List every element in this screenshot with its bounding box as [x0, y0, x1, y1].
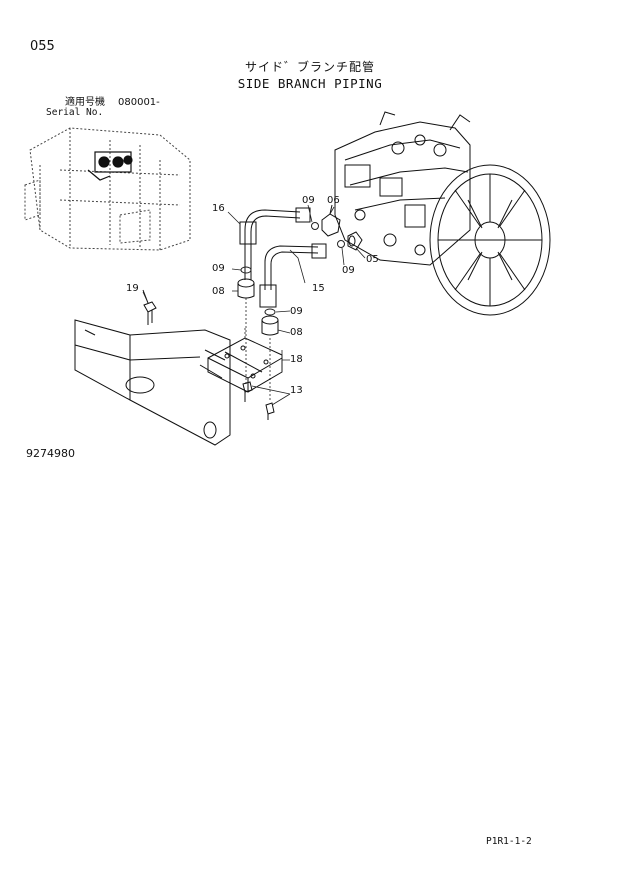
- page-number: 055: [30, 39, 55, 54]
- bolt-19: [142, 289, 157, 325]
- hose-15: [259, 243, 327, 308]
- o-ring-09: [311, 222, 319, 230]
- title-english: SIDE BRANCH PIPING: [237, 76, 383, 91]
- frame-illustration: [74, 319, 231, 446]
- connector-05: [347, 231, 363, 251]
- o-ring-09: [264, 308, 276, 316]
- callout-05: 05: [366, 254, 379, 265]
- footer-code: P1R1-1-2: [486, 836, 532, 847]
- adapter-08: [261, 315, 279, 336]
- callout-09: 09: [302, 195, 315, 206]
- callout-19: 19: [126, 283, 139, 294]
- title-japanese: サイド゛ブランチ配管: [244, 60, 375, 74]
- callout-09: 09: [290, 306, 303, 317]
- adapter-08: [237, 278, 255, 299]
- callout-13: 13: [290, 385, 303, 396]
- serial-label-japanese: 適用号機: [65, 97, 105, 108]
- callout-09: 09: [342, 265, 355, 276]
- pump-assembly: [334, 111, 551, 316]
- machine-overview-illustration: [24, 127, 191, 251]
- serial-value: 080001-: [118, 97, 160, 108]
- callout-15: 15: [312, 283, 325, 294]
- callout-08: 08: [212, 286, 225, 297]
- callout-16: 16: [212, 203, 225, 214]
- catalog-number: 9274980: [26, 447, 75, 460]
- leader-lines: [142, 204, 366, 406]
- overview-valve-highlight: [87, 151, 133, 181]
- callout-09: 09: [212, 263, 225, 274]
- serial-label-english: Serial No.: [46, 107, 104, 118]
- o-ring-09: [337, 240, 345, 248]
- callout-06: 06: [327, 195, 340, 206]
- o-ring-09: [240, 266, 252, 274]
- callout-18: 18: [290, 354, 303, 365]
- callout-08: 08: [290, 327, 303, 338]
- bolt-13: [242, 381, 275, 420]
